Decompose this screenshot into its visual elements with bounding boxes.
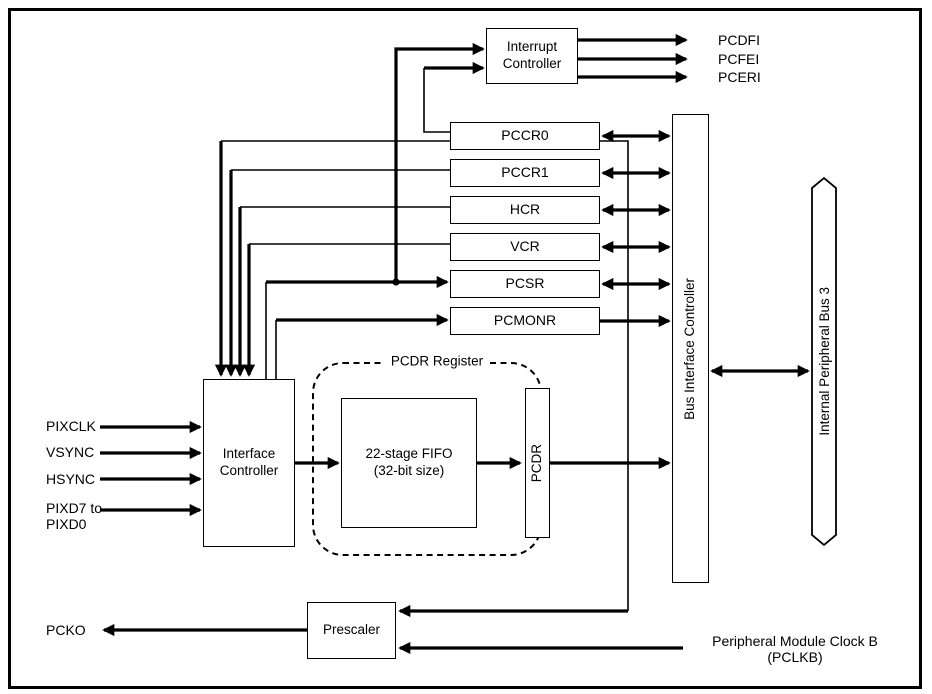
register-label-pcmonr: PCMONR [493,312,557,329]
interface-controller-label: Interface Controller [219,446,279,478]
prescaler-label: Prescaler [322,622,381,638]
register-block-vcr: VCR [450,233,600,261]
interrupt-controller-block: Interrupt Controller [486,28,578,84]
prescaler-wires [102,140,683,655]
register-block-hcr: HCR [450,196,600,224]
fifo-block: 22-stage FIFO (32-bit size) [341,398,477,528]
diagram-border [8,8,922,689]
signal-label-pceri: PCERI [718,68,761,85]
wire-junction-dot [392,278,400,286]
register-block-pccr0: PCCR0 [450,122,600,150]
pixel-input-arrow-lines [100,420,202,517]
signal-label-pclkb: Peripheral Module Clock B (PCLKB) [712,632,878,665]
register-control-wires [214,140,450,377]
signal-label-pixd: PIXD7 to PIXD0 [46,499,103,532]
prescaler-block: Prescaler [307,602,396,659]
signal-label-pcfei: PCFEI [718,50,760,67]
register-block-pcmonr: PCMONR [450,307,600,335]
pcdr-block: PCDR [525,388,550,538]
signal-label-pcdfi: PCDFI [718,31,760,48]
signal-label-pcko: PCKO [46,621,86,638]
signal-label-vsync: VSYNC [46,443,95,460]
internal-bus-shape [811,176,837,547]
interrupt-output-arrow-lines [578,33,688,84]
register-bus-arrows [600,129,671,328]
internal-bus-label: Internal Peripheral Bus 3 [816,287,832,436]
register-label-hcr: HCR [509,201,541,218]
bus-interface-controller-block: Bus Interface Controller [672,114,709,583]
bus-interface-controller-label: Bus Interface Controller [682,277,698,420]
interface-controller-block: Interface Controller [203,379,295,547]
pcdr-label: PCDR [529,443,545,483]
register-block-pccr1: PCCR1 [450,159,600,187]
interrupt-input-wires [394,42,485,282]
fifo-label: 22-stage FIFO (32-bit size) [365,446,453,478]
signal-label-hsync: HSYNC [46,470,96,487]
register-block-pcsr: PCSR [450,270,600,298]
register-label-vcr: VCR [510,238,540,255]
register-label-pccr0: PCCR0 [501,127,549,144]
interrupt-controller-label: Interrupt Controller [502,39,562,71]
internal-bus-label-wrap: Internal Peripheral Bus 3 [812,188,836,535]
signal-label-pixclk: PIXCLK [46,417,96,434]
register-label-pccr1: PCCR1 [501,164,549,181]
pcdr-region-title: PCDR Register [384,353,490,369]
register-label-pcsr: PCSR [505,275,545,292]
status-register-wires [265,275,449,380]
